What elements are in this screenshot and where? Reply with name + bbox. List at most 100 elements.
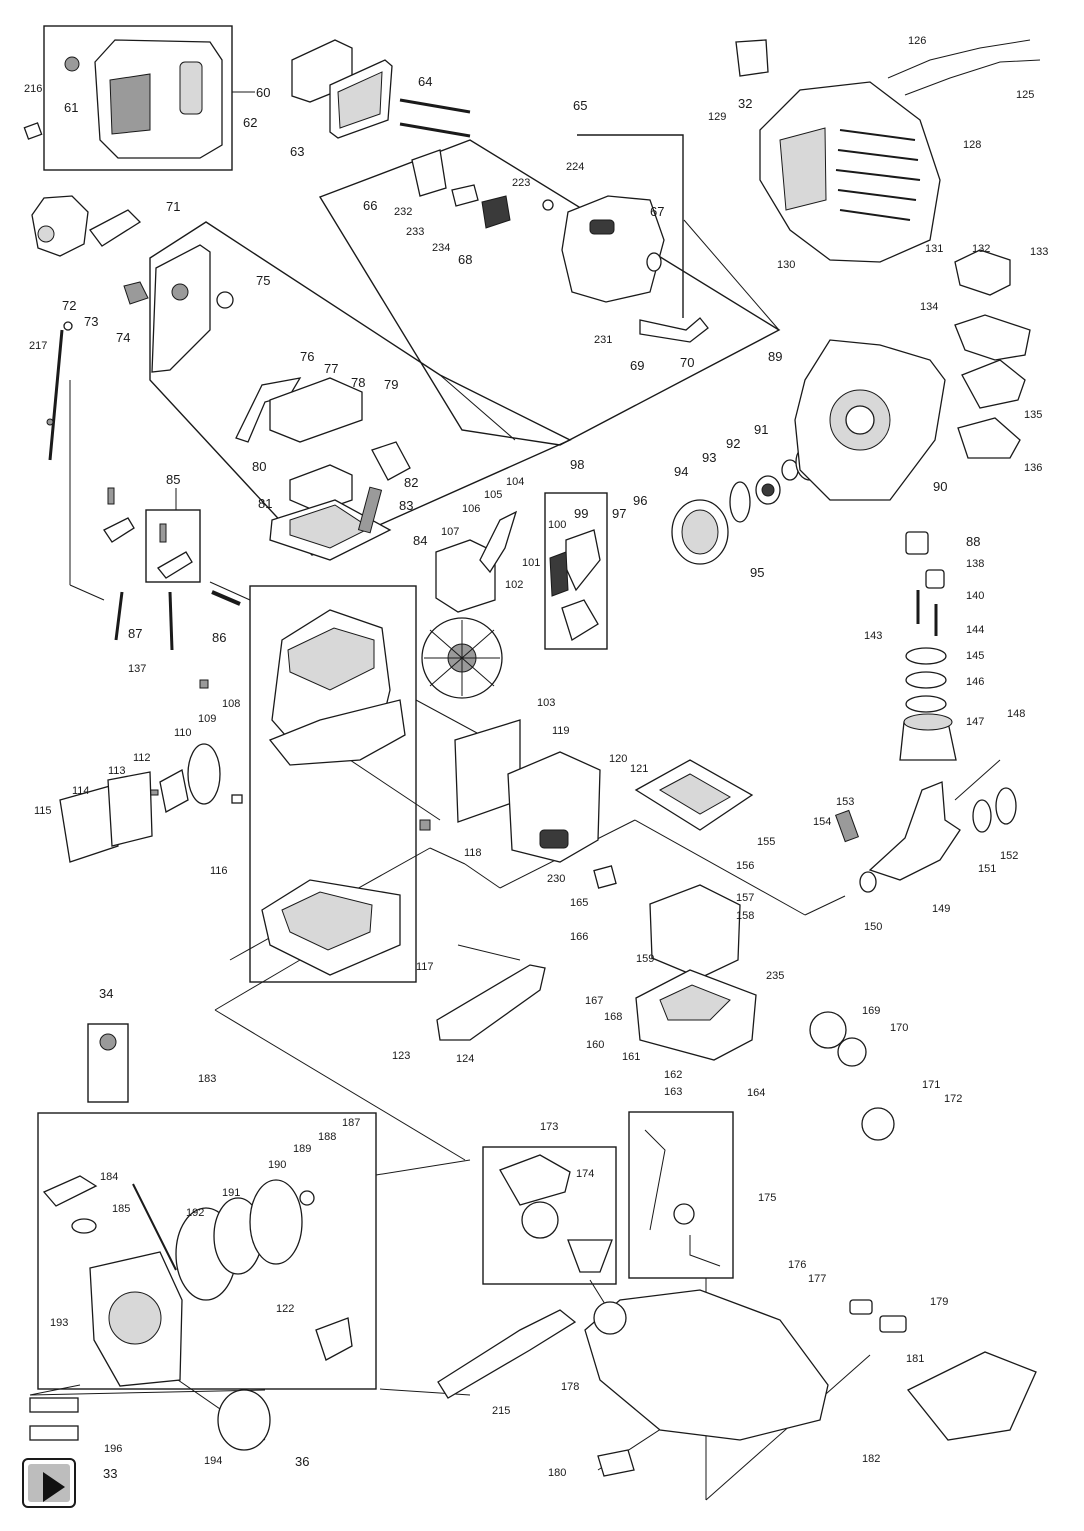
callout-179: 179 (930, 1296, 948, 1308)
callout-83: 83 (399, 498, 413, 513)
callout-92: 92 (726, 436, 740, 451)
callout-152: 152 (1000, 850, 1018, 862)
callout-190: 190 (268, 1159, 286, 1171)
callout-103: 103 (537, 697, 555, 709)
callout-163: 163 (664, 1086, 682, 1098)
callout-230: 230 (547, 873, 565, 885)
callout-82: 82 (404, 475, 418, 490)
callout-171: 171 (922, 1079, 940, 1091)
callout-151: 151 (978, 863, 996, 875)
callout-81: 81 (258, 496, 272, 511)
callout-153: 153 (836, 796, 854, 808)
callout-labels: 32 33 34 36 60 61 62 63 64 65 66 67 68 6… (24, 35, 1048, 1481)
callout-114: 114 (72, 785, 90, 797)
callout-191: 191 (222, 1187, 240, 1199)
callout-118: 118 (464, 847, 482, 859)
callout-155: 155 (757, 836, 775, 848)
callout-138: 138 (966, 558, 984, 570)
callout-110: 110 (174, 727, 192, 739)
engine-block-box (249, 585, 417, 983)
callout-136: 136 (1024, 462, 1042, 474)
callout-181: 181 (906, 1353, 924, 1365)
callout-134: 134 (920, 301, 938, 313)
callout-232: 232 (394, 206, 412, 218)
callout-158: 158 (736, 910, 754, 922)
callout-66: 66 (363, 198, 377, 213)
callout-128: 128 (963, 139, 981, 151)
callout-161: 161 (622, 1051, 640, 1063)
callout-159: 159 (636, 953, 654, 965)
callout-231: 231 (594, 334, 612, 346)
callout-216: 216 (24, 83, 42, 95)
callout-217: 217 (29, 340, 47, 352)
callout-188: 188 (318, 1131, 336, 1143)
callout-98: 98 (570, 457, 584, 472)
callout-147: 147 (966, 716, 984, 728)
callout-172: 172 (944, 1093, 962, 1105)
callout-101: 101 (522, 557, 540, 569)
callout-182: 182 (862, 1453, 880, 1465)
callout-107: 107 (441, 526, 459, 538)
callout-97: 97 (612, 506, 626, 521)
muffler-group-frame (577, 134, 684, 318)
callout-116: 116 (210, 865, 228, 877)
callout-94: 94 (674, 464, 688, 479)
callout-233: 233 (406, 226, 424, 238)
callout-113: 113 (108, 765, 126, 777)
callout-121: 121 (630, 763, 648, 775)
callout-145: 145 (966, 650, 984, 662)
callout-126: 126 (908, 35, 926, 47)
callout-168: 168 (604, 1011, 622, 1023)
callout-75: 75 (256, 273, 270, 288)
callout-108: 108 (222, 698, 240, 710)
callout-194: 194 (204, 1455, 222, 1467)
callout-143: 143 (864, 630, 882, 642)
callout-183: 183 (198, 1073, 216, 1085)
callout-64: 64 (418, 74, 432, 89)
callout-167: 167 (585, 995, 603, 1007)
callout-180: 180 (548, 1467, 566, 1479)
callout-88: 88 (966, 534, 980, 549)
callout-160: 160 (586, 1039, 604, 1051)
fuel-cap-box (482, 1146, 617, 1285)
callout-235: 235 (766, 970, 784, 982)
air-cleaner-case (23, 39, 223, 159)
callout-62: 62 (243, 115, 257, 130)
callout-119: 119 (552, 725, 570, 737)
callout-117: 117 (416, 961, 434, 973)
play-icon (43, 1472, 65, 1502)
callout-65: 65 (573, 98, 587, 113)
callout-112: 112 (133, 752, 151, 764)
callout-187: 187 (342, 1117, 360, 1129)
callout-130: 130 (777, 259, 795, 271)
air-cleaner-case-box (43, 25, 233, 171)
callout-162: 162 (664, 1069, 682, 1081)
play-button[interactable] (22, 1458, 76, 1508)
callout-72: 72 (62, 298, 76, 313)
callout-177: 177 (808, 1273, 826, 1285)
callout-32: 32 (738, 96, 752, 111)
callout-71: 71 (166, 199, 180, 214)
callout-100: 100 (548, 519, 566, 531)
cylinder-block (268, 609, 406, 766)
callout-85: 85 (166, 472, 180, 487)
callout-148: 148 (1007, 708, 1025, 720)
callout-131: 131 (925, 243, 943, 255)
callout-61: 61 (64, 100, 78, 115)
callout-140: 140 (966, 590, 984, 602)
callout-135: 135 (1024, 409, 1042, 421)
callout-63: 63 (290, 144, 304, 159)
callout-132: 132 (972, 243, 990, 255)
callout-89: 89 (768, 349, 782, 364)
carburetor-group-outline (149, 221, 572, 556)
callout-175: 175 (758, 1192, 776, 1204)
callout-80: 80 (252, 459, 266, 474)
callout-224: 224 (566, 161, 584, 173)
callout-74: 74 (116, 330, 130, 345)
callout-215: 215 (492, 1405, 510, 1417)
callout-164: 164 (747, 1087, 765, 1099)
callout-157: 157 (736, 892, 754, 904)
callout-99: 99 (574, 506, 588, 521)
callout-86: 86 (212, 630, 226, 645)
